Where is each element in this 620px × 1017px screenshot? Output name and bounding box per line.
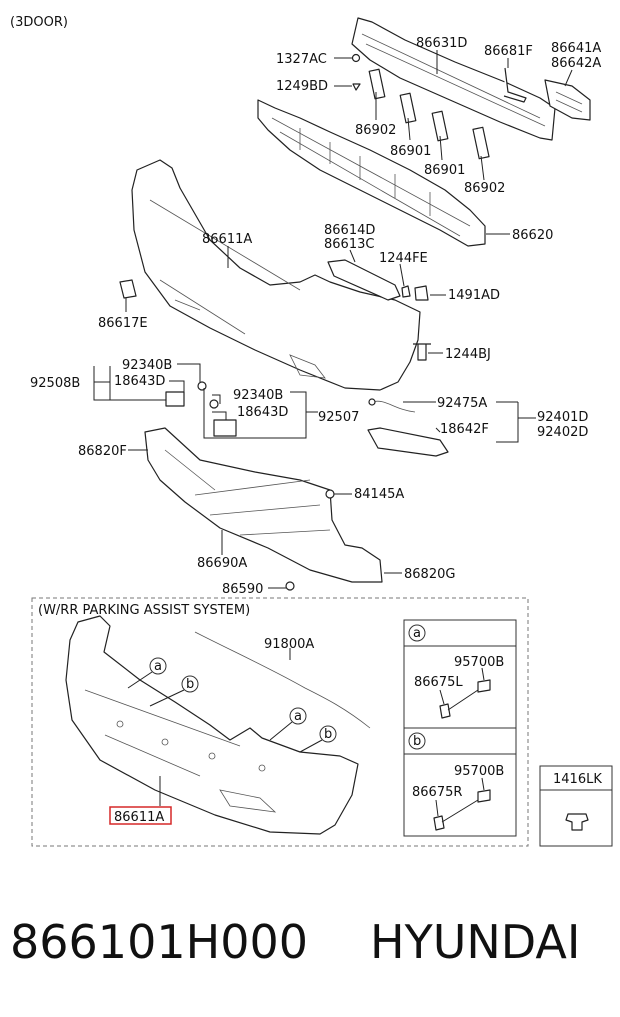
variant-label: (3DOOR) (10, 15, 68, 30)
bolt-1244BJ[interactable] (413, 343, 431, 361)
label-86611A-highlight: 86611A (114, 810, 164, 825)
lamp-92507[interactable] (213, 419, 237, 437)
callout-a-2: a (269, 707, 307, 741)
label-86901-b: 86901 (424, 163, 465, 178)
label-1491AD: 1491AD (448, 288, 500, 303)
clip-84145A[interactable] (325, 489, 335, 499)
label-86901-a: 86901 (390, 144, 431, 159)
callout-a-1: a (127, 657, 167, 689)
bumper-cover-86611A[interactable] (131, 159, 421, 391)
label-86642A: 86642A (551, 56, 601, 71)
svg-text:b: b (186, 677, 194, 692)
absorber-stays[interactable] (368, 68, 490, 160)
label-95700B-a: 95700B (454, 655, 504, 670)
highlight-box (109, 806, 172, 825)
retainer-86617E[interactable] (119, 279, 137, 299)
label-92401D: 92401D (537, 410, 588, 425)
reflector-92401D[interactable] (367, 398, 449, 457)
energy-absorber[interactable] (257, 99, 486, 247)
callout-b-detail (408, 732, 426, 750)
callout-b-2: b (299, 725, 337, 753)
bulb-92340B-b[interactable] (209, 399, 219, 409)
label-86820G: 86820G (404, 567, 455, 582)
nut-1327AC[interactable] (351, 53, 361, 63)
screw-1244FE[interactable] (401, 285, 411, 298)
label-92475A: 92475A (437, 396, 487, 411)
label-95700B-b: 95700B (454, 764, 504, 779)
label-91800A: 91800A (264, 637, 314, 652)
undercover-86690A[interactable] (144, 427, 383, 583)
svg-text:b: b (324, 727, 332, 742)
label-1327AC: 1327AC (276, 52, 327, 67)
svg-text:b: b (413, 734, 421, 749)
clip-1491AD[interactable] (414, 285, 429, 301)
bulb-92340B-a[interactable] (197, 381, 207, 391)
label-84145A: 84145A (354, 487, 404, 502)
label-92402D: 92402D (537, 425, 588, 440)
leader-lines (93, 50, 573, 589)
callout-a-detail (408, 624, 426, 642)
svg-text:a: a (154, 659, 162, 674)
bolt-1249BD[interactable] (352, 83, 361, 91)
svg-text:a: a (413, 626, 421, 641)
label-1244BJ: 1244BJ (445, 347, 491, 362)
part-number: 866101H000 (10, 915, 308, 969)
label-92340B-a: 92340B (122, 358, 172, 373)
label-86690A: 86690A (197, 556, 247, 571)
sensor-95700B-b[interactable] (433, 789, 491, 831)
label-1249BD: 1249BD (276, 79, 328, 94)
label-86620: 86620 (512, 228, 553, 243)
clip-1416LK[interactable] (565, 813, 589, 831)
parking-assist-title: (W/RR PARKING ASSIST SYSTEM) (38, 603, 250, 618)
label-86614D: 86614D (324, 223, 375, 238)
label-86611A: 86611A (202, 232, 252, 247)
clip-86590[interactable] (285, 581, 295, 591)
bumper-cover-parking[interactable] (65, 615, 359, 835)
label-92340B-b: 92340B (233, 388, 283, 403)
label-18643D-a: 18643D (114, 374, 165, 389)
label-86820F: 86820F (78, 444, 127, 459)
bumper-beam[interactable] (351, 17, 556, 141)
label-92508B: 92508B (30, 376, 80, 391)
label-92507: 92507 (318, 410, 359, 425)
label-86617E: 86617E (98, 316, 148, 331)
svg-text:a: a (294, 709, 302, 724)
label-86641A: 86641A (551, 41, 601, 56)
label-18643D-b: 18643D (237, 405, 288, 420)
sensor-95700B-a[interactable] (439, 679, 491, 719)
label-18642F: 18642F (440, 422, 489, 437)
label-86675L: 86675L (414, 675, 463, 690)
sensor-92508B[interactable] (165, 391, 185, 407)
label-1244FE: 1244FE (379, 251, 428, 266)
fastener-box (539, 765, 613, 847)
wire-86681F[interactable] (503, 67, 527, 103)
label-86675R: 86675R (412, 785, 462, 800)
callout-b-1: b (149, 675, 199, 707)
label-86681F: 86681F (484, 44, 533, 59)
label-86590: 86590 (222, 582, 263, 597)
wiring-91800A[interactable] (194, 631, 371, 729)
label-1416LK: 1416LK (553, 772, 602, 787)
bracket-86614D[interactable] (327, 259, 401, 301)
part-labels: 1327AC 1249BD 86631D 86681F 86641A 86642… (30, 36, 601, 597)
label-86631D: 86631D (416, 36, 467, 51)
label-86902-b: 86902 (464, 181, 505, 196)
parking-assist-box (31, 597, 529, 847)
bracket-86641A[interactable] (544, 79, 591, 121)
label-86613C: 86613C (324, 237, 374, 252)
label-86902-a: 86902 (355, 123, 396, 138)
brand-name: HYUNDAI (370, 915, 580, 969)
